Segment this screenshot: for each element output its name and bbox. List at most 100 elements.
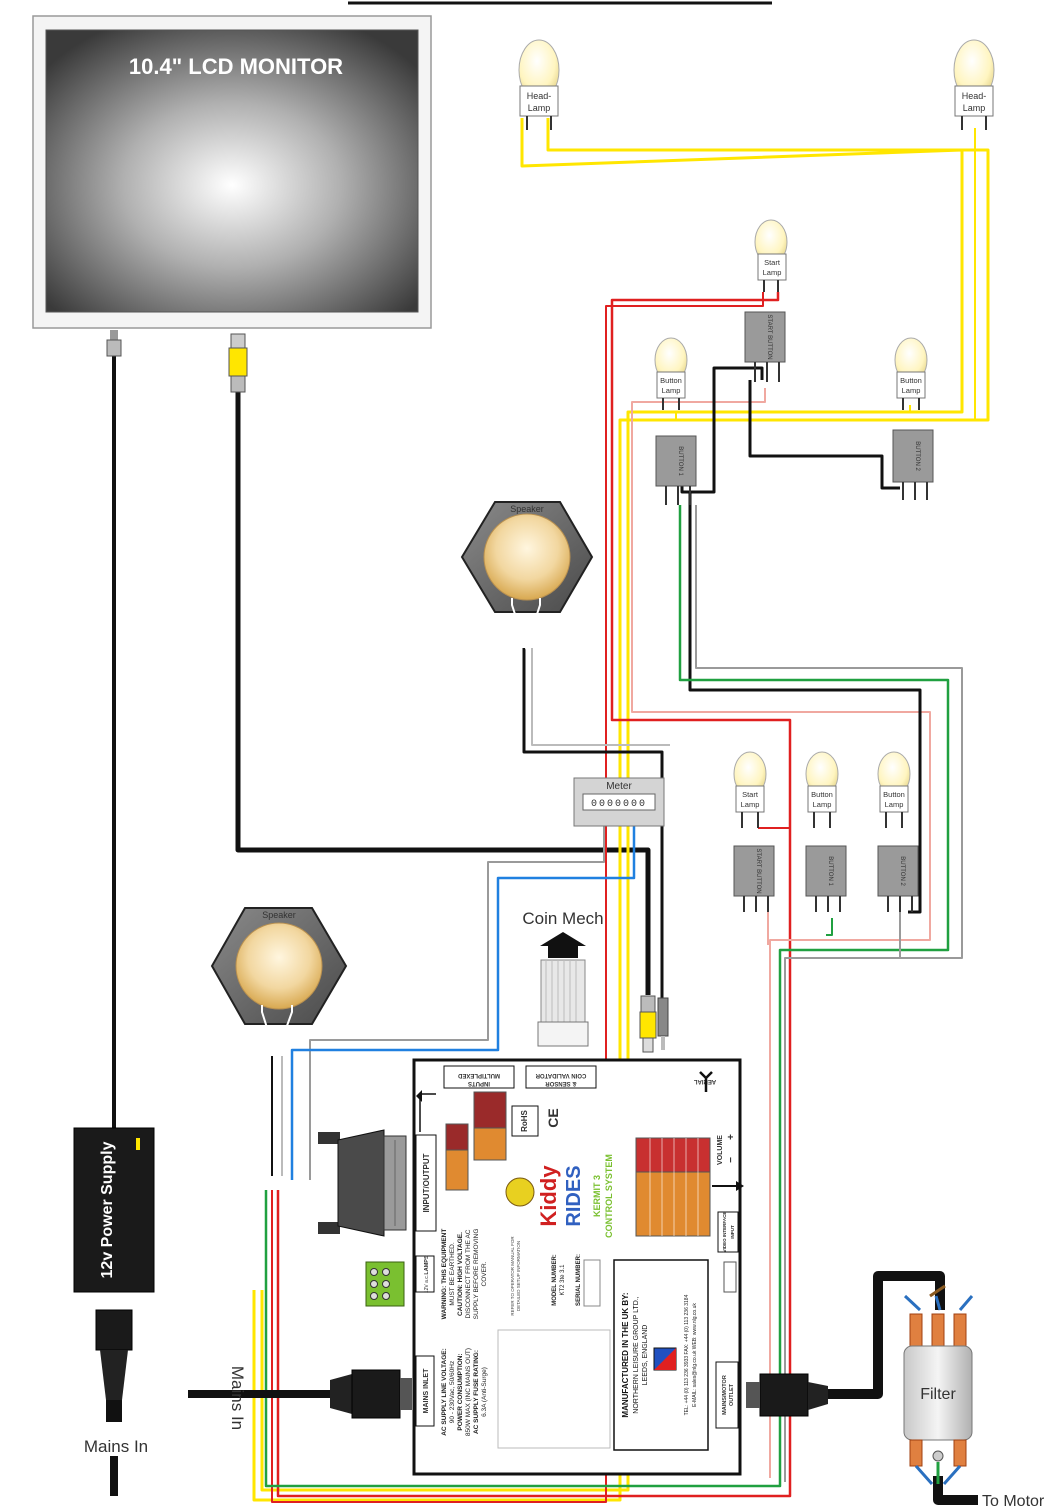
warning-line: CAUTION: HIGH VOLTAGE. — [457, 1232, 464, 1316]
lamp-label-1: Button — [883, 790, 905, 799]
lamp-label-1: Start — [764, 258, 781, 267]
lamp-button-bottom-1: Button Lamp — [805, 751, 839, 813]
coin-validator-label-2: & SENSOR — [545, 1080, 577, 1086]
lamp-label-1: Button — [811, 790, 833, 799]
mains-motor-label-1: MAINS/MOTOR — [722, 1375, 728, 1415]
switch-button-1: BUTTON 1 — [655, 435, 697, 505]
lamp-head-right: Head- Lamp — [953, 39, 995, 117]
contact-line: TEL: +44 (0) 113 236 3933 FAX: +44 (0) 1… — [684, 1294, 690, 1415]
switch-body — [805, 845, 847, 897]
video-interface-box — [717, 1211, 739, 1253]
filter-body — [903, 1345, 973, 1441]
switch-start-bottom: START BUTTON — [733, 845, 775, 912]
lamp-button-mid-right: Button Lamp — [894, 337, 928, 399]
monitor-title: 10.4" LCD MONITOR — [129, 54, 343, 79]
speaker-lower-leads — [261, 1005, 293, 1060]
filter-label: Filter — [920, 1386, 956, 1403]
brand-rides: RIDES — [563, 1165, 585, 1226]
monitor-screen — [45, 29, 419, 313]
warning-block: WARNING: THIS EQUIPMENT MUST BE EARTHED.… — [441, 1229, 488, 1320]
multiplexed-box — [443, 1065, 515, 1089]
switch-button-b2: BUTTON 2 — [877, 845, 919, 912]
coin-validator-label-1: COIN VALIDATOR — [535, 1072, 586, 1078]
lamp-socket — [807, 785, 837, 813]
lamp-socket — [896, 371, 926, 399]
switch-label: START BUTTON — [766, 314, 772, 359]
lamp-start-top: Start Lamp — [754, 219, 788, 281]
yellow-lamp-wire-a — [260, 118, 964, 1492]
lamp-terminal-block — [365, 1261, 405, 1307]
lamp-socket — [735, 785, 765, 813]
lamp-button-bottom-2: Button Lamp — [877, 751, 911, 813]
coin-mech-connector — [537, 1021, 589, 1047]
ac-line: POWER CONSUMPTION: — [457, 1353, 464, 1430]
multiplexed-label-2: INPUTS — [468, 1080, 490, 1086]
black-wire-return — [688, 492, 922, 914]
ribbon-cable — [540, 959, 586, 1023]
lamp-label-2: Lamp — [741, 800, 760, 809]
control-board: AERIAL COIN VALIDATOR & SENSOR MULTIPLEX… — [412, 1058, 744, 1476]
lamp-label-1: Head- — [962, 91, 987, 101]
label-sticker-area — [497, 1329, 611, 1449]
red-wire-return — [271, 292, 764, 1503]
power-supply-12v: 12v Power Supply — [73, 1127, 155, 1293]
volume-terminal-orange — [635, 1171, 711, 1237]
lamp-label-2: Lamp — [813, 800, 832, 809]
meter-counter — [582, 793, 656, 811]
grey-wire-a — [695, 505, 963, 1482]
speaker-upper-black — [522, 648, 664, 1000]
speaker-upper-label: Speaker — [510, 504, 544, 514]
switch-body — [744, 311, 786, 363]
mains-filter: Filter — [903, 1284, 974, 1485]
mains-motor-label-2: OUTLET — [729, 1383, 735, 1406]
iec-plug-left — [95, 1309, 133, 1422]
lamp-socket — [879, 785, 909, 813]
ac-line: AC SUPPLY FUSE RATING: — [473, 1350, 480, 1434]
lamps-voltage-label: 12V a.c. — [424, 1275, 430, 1293]
lamp-start-bottom: Start Lamp — [733, 751, 767, 813]
switch-label: BUTTON 2 — [914, 441, 920, 471]
coin-mech: Coin Mech — [522, 909, 604, 1047]
lamp-label-2: Lamp — [885, 800, 904, 809]
switch-label: BUTTON 2 — [899, 856, 905, 886]
to-motor-label: To Motor — [982, 1493, 1045, 1510]
video-interface-label-1: VIDEO INTERFACE — [722, 1212, 727, 1253]
coin-validator-box — [525, 1065, 597, 1089]
speaker-upper-leads — [511, 598, 541, 652]
ac-line: AC SUPPLY LINE VOLTAGE: — [441, 1348, 448, 1436]
refer-manual-line: DETAILED SETUP INFORMATION — [516, 1241, 521, 1311]
motor-lead-to-filter — [828, 1271, 945, 1399]
ac-line: 6.3A (Anti-Surge) — [481, 1367, 488, 1417]
switch-label: BUTTON 1 — [677, 446, 683, 476]
lamp-label-2: Lamp — [662, 386, 681, 395]
black-wire-button2 — [748, 380, 900, 490]
yellow-button-lamp-stubs — [675, 405, 911, 420]
switch-button-2: BUTTON 2 — [892, 429, 934, 500]
video-interface-label-2: INPUT — [730, 1225, 735, 1239]
warning-line: MUST BE EARTHED. — [449, 1242, 456, 1306]
video-cable — [235, 392, 651, 995]
lamp-label-1: Start — [742, 790, 759, 799]
volume-terminal-red — [635, 1137, 711, 1173]
ac-line: 850W MAX (INC MAINS OUT) — [465, 1348, 472, 1436]
lamp-label-1: Button — [900, 376, 922, 385]
switch-body — [733, 845, 775, 897]
lamp-label-2: Lamp — [963, 103, 986, 113]
psu-body — [73, 1127, 155, 1293]
switch-label: BUTTON 1 — [827, 856, 833, 886]
aerial-icon — [699, 1071, 713, 1092]
lamp-label-2: Lamp — [763, 268, 782, 277]
rca-plugs — [639, 995, 669, 1053]
rohs-label: RoHS — [520, 1109, 529, 1131]
speaker-lower: Speaker — [210, 907, 348, 1060]
lamp-button-mid-left: Button Lamp — [654, 337, 688, 399]
lamps-box — [415, 1255, 435, 1293]
video-interface-port — [723, 1261, 737, 1293]
filter-to-motor-lead — [933, 1476, 978, 1505]
manufactured-line: LEEDS, ENGLAND — [642, 1325, 649, 1386]
meter-grey-wire — [309, 826, 605, 1180]
volume-label: VOLUME — [717, 1135, 724, 1165]
meter-label: Meter — [606, 781, 632, 792]
black-wire-button1 — [680, 366, 764, 494]
